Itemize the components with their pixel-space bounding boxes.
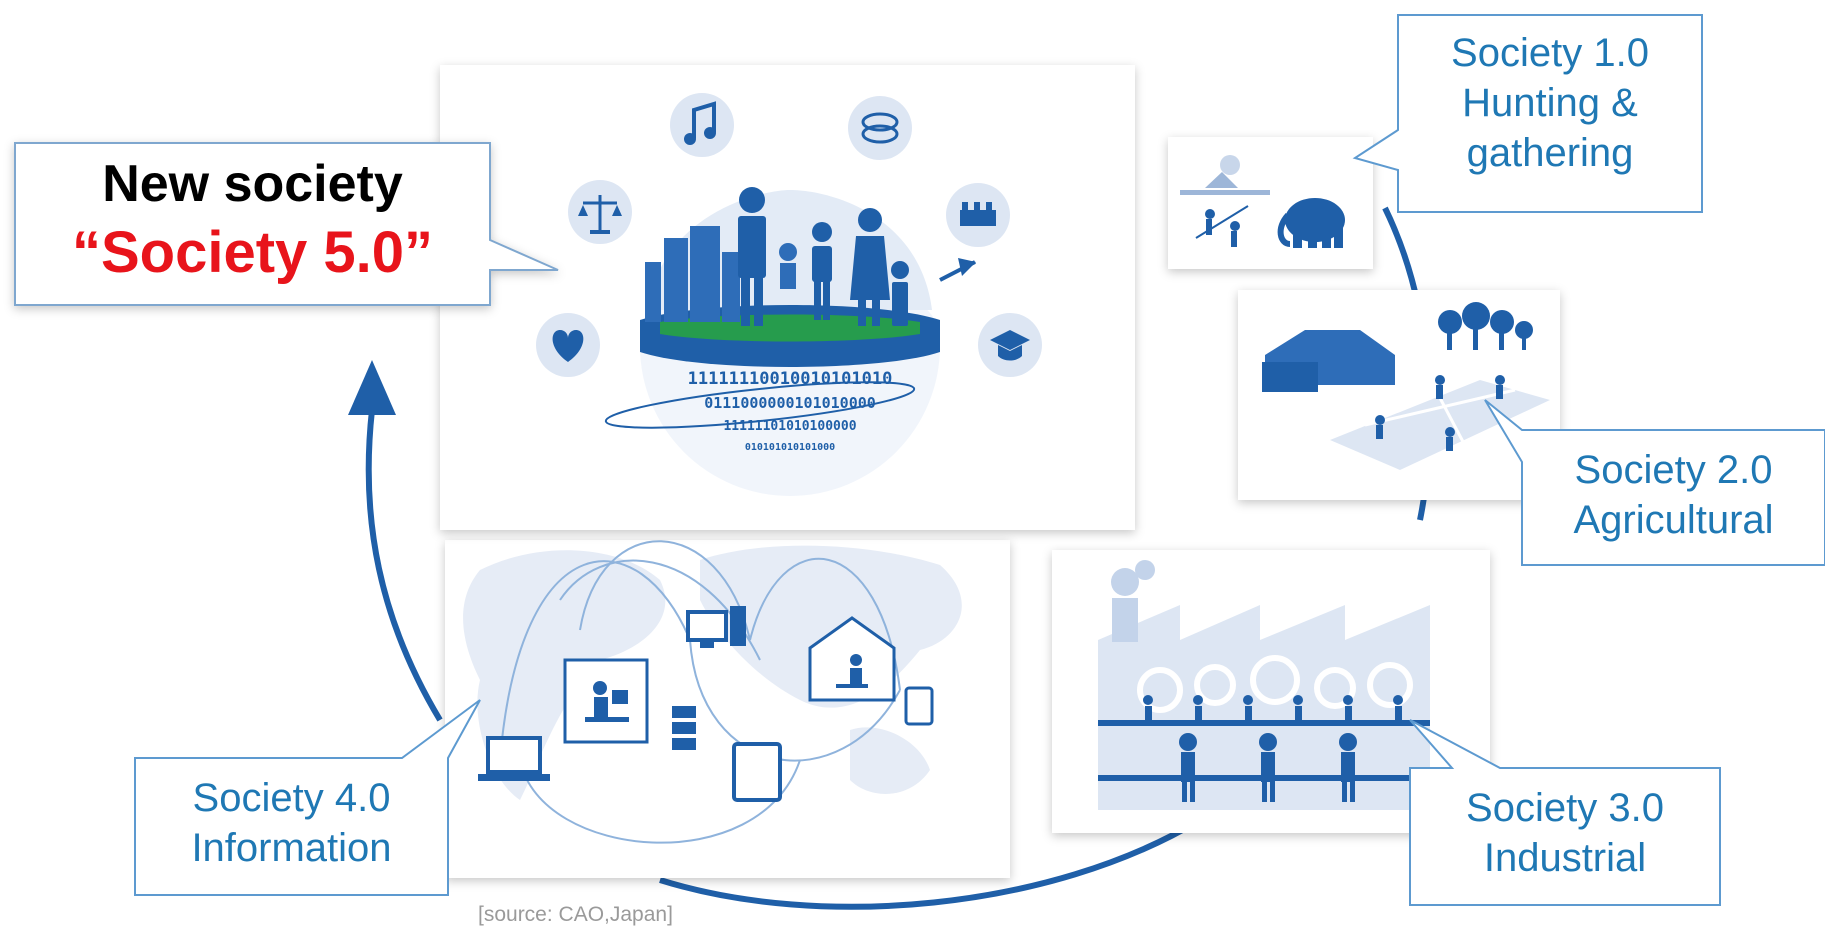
smart-home-icon [808,616,896,702]
upper-workers-icon [1143,695,1403,720]
rice-field [1330,380,1550,470]
trees-icon [1438,302,1533,350]
hunter-figures-icon [1195,205,1249,247]
lower-workers-icon [1179,733,1357,802]
horizon-line [1180,190,1270,195]
society2-panel [1238,290,1560,500]
society1-panel [1168,137,1373,269]
gear-icons [1137,655,1413,713]
source-credit: [source: CAO,Japan] [478,903,673,926]
society3-bubble [1409,719,1721,906]
heart-icon [536,313,600,377]
conveyor-lower [1098,775,1430,781]
society5-label: New society “Society 5.0” [15,152,490,290]
society2-desc: Agricultural [1573,498,1774,542]
society2-title: Society 2.0 [1574,448,1773,492]
chimney [1112,598,1138,642]
drone-icon [939,258,976,282]
society1-title: Society 1.0 [1451,31,1649,75]
society1-label: Society 1.0 Hunting & gathering [1398,28,1702,178]
new-society-text: New society [102,155,403,213]
globe-illustration: 11111110010010101010 0111000000101010000… [604,187,976,496]
society2-bubble [1484,399,1825,566]
society2-label: Society 2.0 Agricultural [1522,445,1825,545]
society1-desc-line2: gathering [1466,131,1634,175]
society5-panel: 11111110010010101010 0111000000101010000… [440,65,1135,530]
conveyor-upper [1098,720,1430,726]
mammoth-icon [1277,198,1345,248]
society5-title: “Society 5.0” [71,220,434,285]
society4-bubble [134,699,481,896]
tablet-icon [732,742,782,802]
service-icons [536,93,1042,377]
people-figures [738,187,909,326]
graduation-cap-icon [978,313,1042,377]
society5-bubble [14,142,559,306]
society4-label: Society 4.0 Information [135,773,448,873]
society3-title: Society 3.0 [1466,786,1664,830]
cloud-icon [1220,155,1240,175]
music-icon [670,93,734,157]
smoke [1111,568,1139,596]
society4-desc: Information [191,826,392,870]
laptop-icon [478,736,550,781]
binary-row: 11111110010010101010 [688,369,893,389]
factory-icon [946,183,1010,247]
scales-icon [568,180,632,244]
remote-worker-icon [563,658,649,744]
binary-row: 11111101010100000 [723,419,856,434]
society1-desc-line1: Hunting & [1462,81,1638,125]
binary-row: 0111000000101010000 [704,394,876,412]
society1-bubble [1352,14,1703,213]
farmer-figures-icon [1375,375,1505,451]
server-icon [672,706,696,750]
desktop-computer-icon [686,606,746,648]
society3-label: Society 3.0 Industrial [1410,783,1720,883]
hill-icon [1205,172,1238,188]
smartphone-icon [904,686,934,726]
binary-row: 010101010101000 [745,442,835,453]
society4-panel [445,540,1010,878]
coins-icon [848,96,912,160]
society3-desc: Industrial [1483,836,1647,880]
city-buildings [645,226,740,322]
arrow-head [348,360,396,415]
society3-panel [1052,550,1490,833]
society4-title: Society 4.0 [192,776,391,820]
